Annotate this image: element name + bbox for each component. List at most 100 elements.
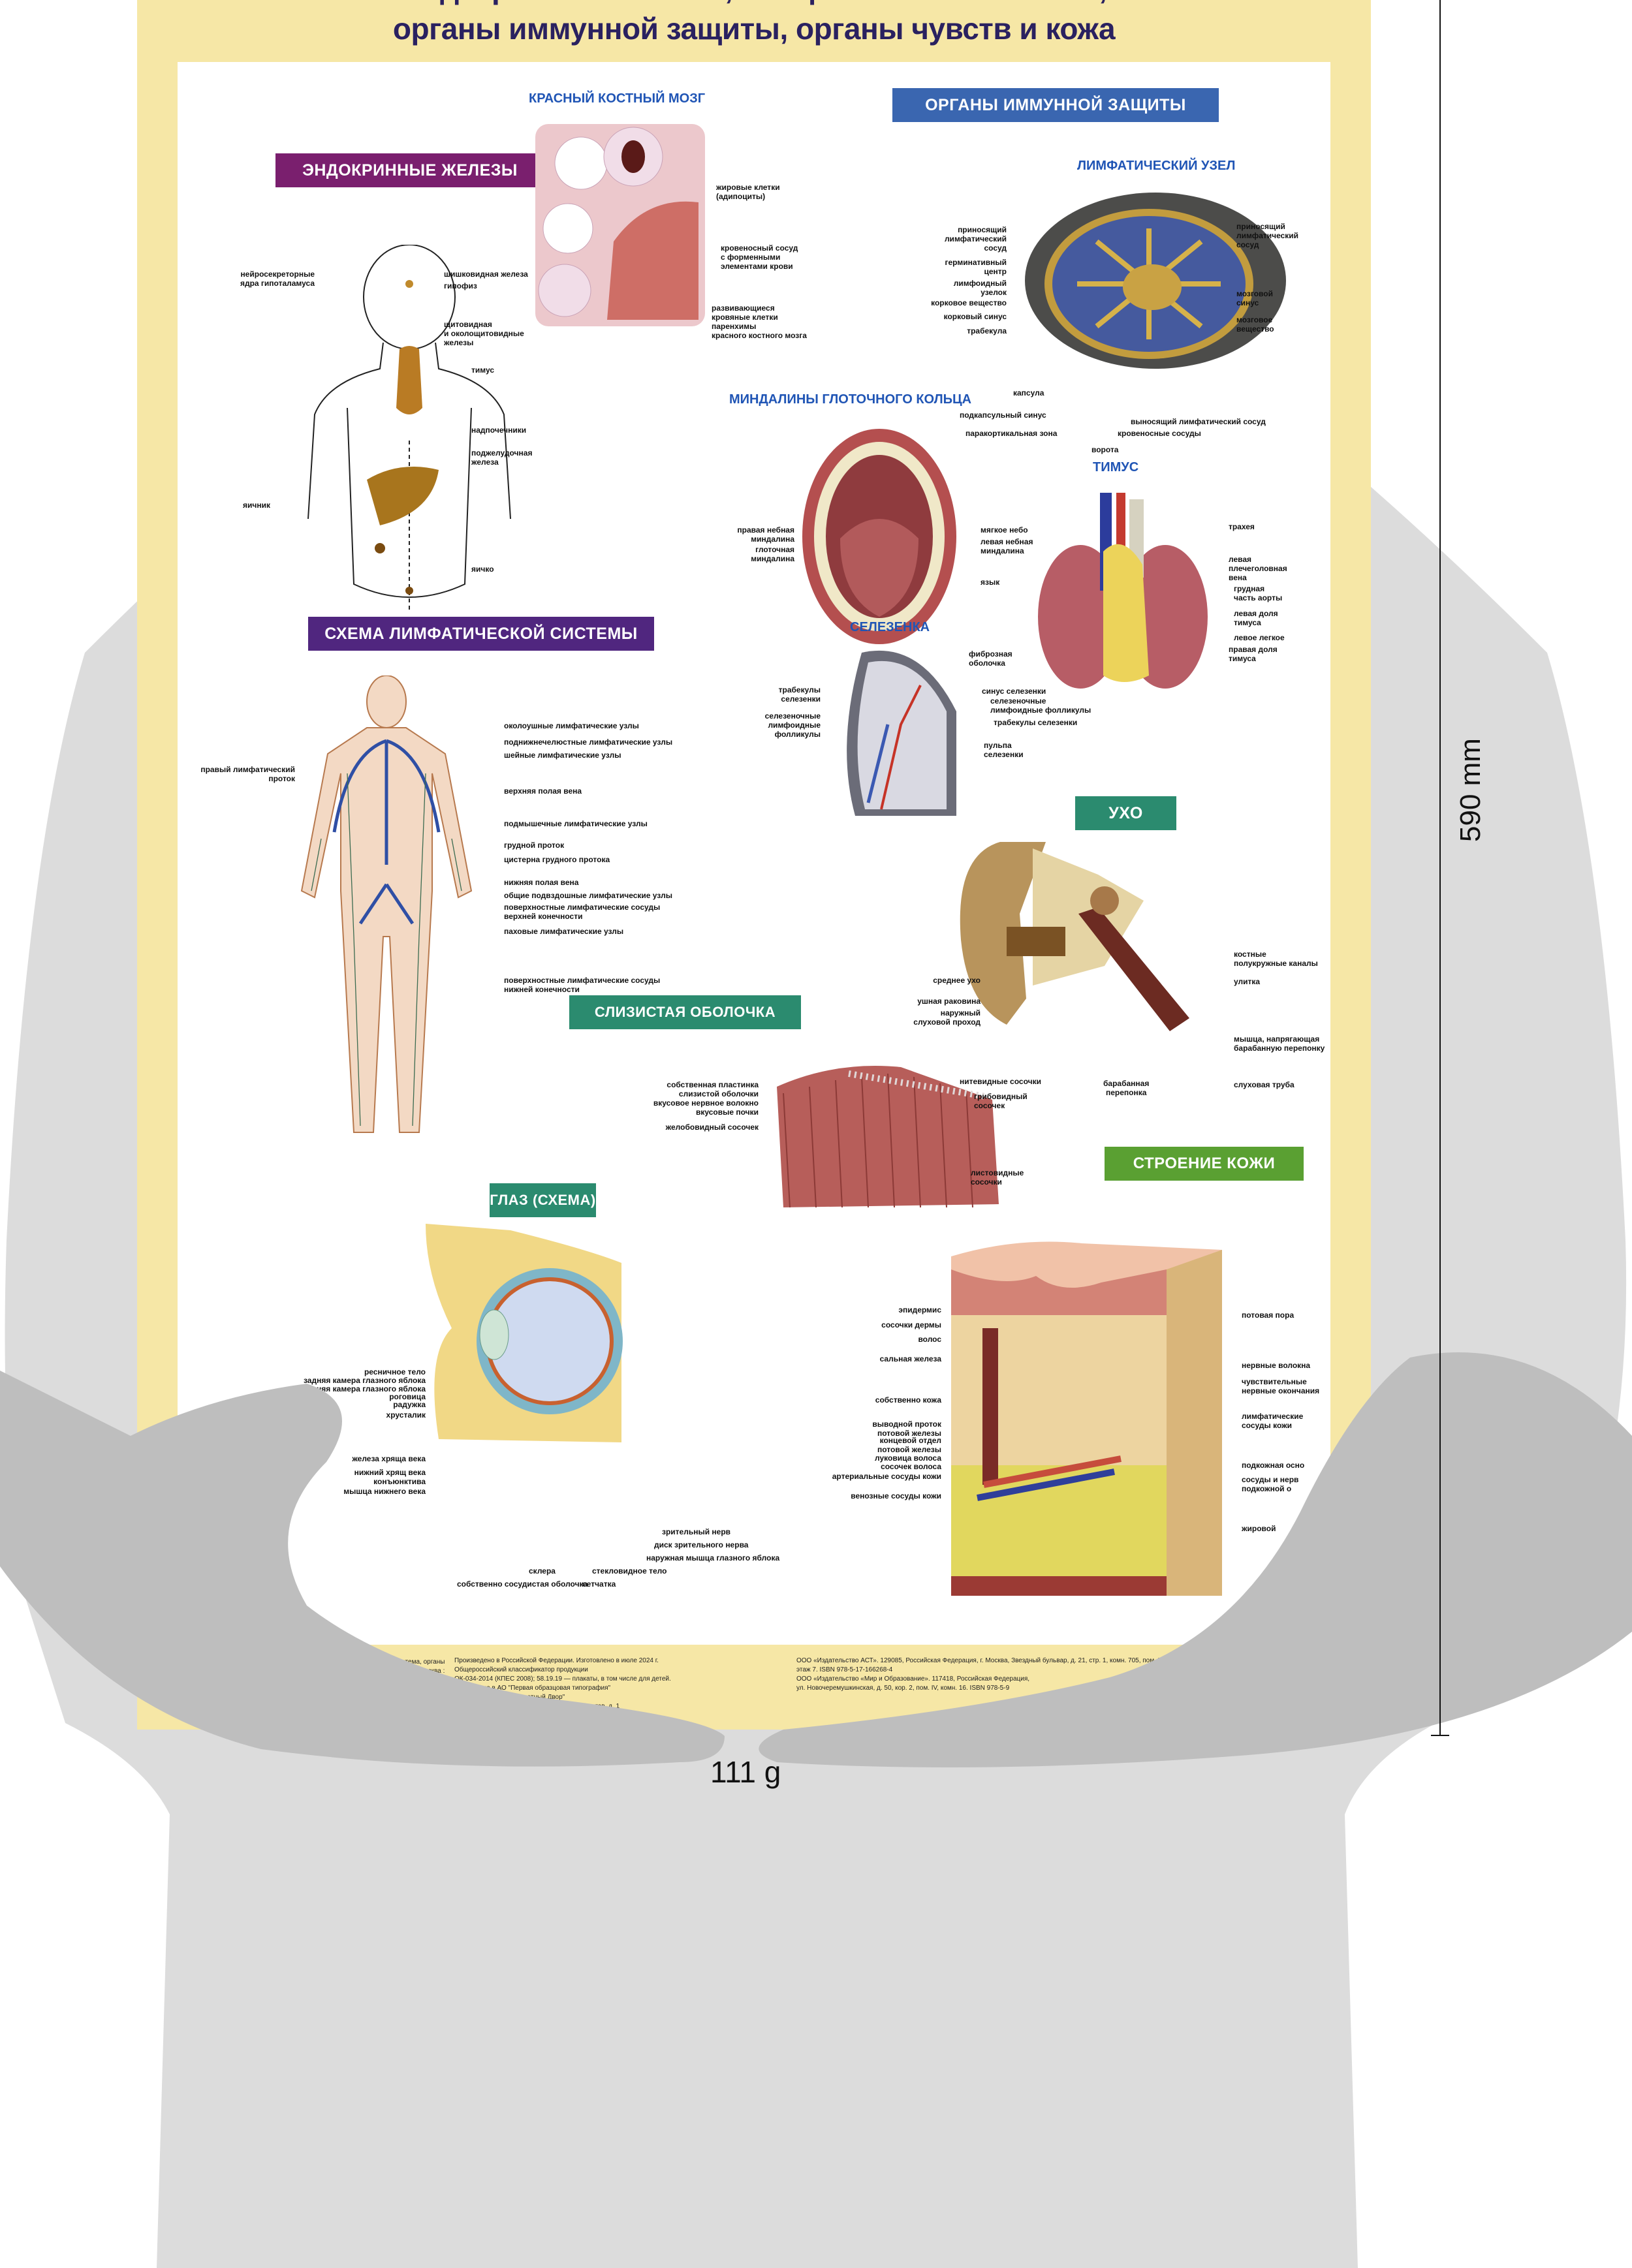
label-ln-cortical-sinus: корковый синус — [943, 312, 1007, 321]
label-ln-medulla: мозговое вещество — [1236, 315, 1274, 334]
height-dimension-label: 590 mm — [1454, 738, 1486, 842]
label-cochlea: улитка — [1234, 977, 1261, 986]
endocrine-body-illustration — [307, 245, 511, 610]
label-cisterna-chyli: цистерна грудного протока — [504, 855, 610, 864]
label-pineal: шишковидная железа — [444, 270, 528, 279]
mouth-illustration — [802, 429, 956, 644]
label-optic-disc: диск зрительного нерва — [654, 1540, 749, 1549]
footer-imprint-col3: ООО «Издательство АСТ». 129085, Российск… — [796, 1657, 1162, 1692]
height-dimension-tick — [1431, 1735, 1449, 1736]
label-external-canal: наружный слуховой проход — [913, 1008, 981, 1027]
label-inferior-vena-cava: нижняя полая вена — [504, 878, 579, 887]
label-auricle: ушная раковина — [917, 997, 981, 1006]
label-axillary-nodes: подмышечные лимфатические узлы — [504, 819, 648, 828]
label-thymus-endo: тимус — [471, 365, 495, 375]
label-dermal-papillae: сосочки дермы — [881, 1320, 941, 1329]
label-ciliary-body: ресничное тело — [364, 1367, 426, 1376]
label-ln-paracortical: паракортикальная зона — [965, 429, 1058, 438]
poster-title-line1: Эндокринные железы, лимфатическая систем… — [137, 0, 1371, 7]
label-iliac-nodes: общие подвздошные лимфатические узлы — [504, 891, 672, 900]
bone-marrow-illustration — [535, 124, 705, 326]
label-foliate-papillae: листовидные сосочки — [971, 1168, 1024, 1187]
label-ln-capsule: капсула — [1013, 388, 1044, 397]
title-tonsils: МИНДАЛИНЫ ГЛОТОЧНОГО КОЛЬЦА — [729, 392, 972, 407]
weight-label: 111 g — [710, 1755, 781, 1789]
label-middle-ear: среднее ухо — [933, 976, 981, 985]
label-lamina-propria: собственная пластинка слизистой оболочки — [667, 1080, 759, 1098]
label-sweat-duct: выводной проток потовой железы — [872, 1420, 941, 1438]
footer-imprint-col1-tail: система, органы — Москва : — [395, 1658, 445, 1675]
label-pituitary: гипофиз — [444, 281, 477, 290]
label-developing-cells: развивающиеся кровяные клетки паренхимы … — [712, 303, 807, 340]
label-ln-medullary-sinus: мозговой синус — [1236, 289, 1273, 307]
spleen-illustration — [847, 650, 956, 816]
height-dimension-line — [1439, 0, 1441, 1736]
label-tensor-tympani: мышца, напрягающая барабанную перепонку — [1234, 1034, 1325, 1053]
label-semicircular-canals: костные полукружные каналы — [1234, 950, 1318, 968]
lymphatic-body-illustration — [300, 676, 473, 1133]
label-ovary: яичник — [243, 501, 270, 510]
label-fat-tissue: жировой — [1242, 1524, 1276, 1533]
label-spleen-follicles-right: селезеночные лимфоидные фолликулы — [990, 696, 1091, 715]
label-testis: яичко — [471, 565, 494, 574]
label-taste-nerve: вкусовое нервное волокно — [653, 1098, 759, 1108]
label-ln-trabecula: трабекула — [967, 326, 1007, 335]
label-tongue-mouth: язык — [981, 578, 1000, 587]
age-rating-text: 12+ — [165, 1676, 178, 1685]
header-tongue: СЛИЗИСТАЯ ОБОЛОЧКА ЯЗЫКА — [569, 995, 801, 1054]
label-right-lymphatic-duct: правый лимфатический проток — [200, 765, 295, 783]
label-spleen-pulp: пульпа селезенки — [984, 741, 1024, 759]
barcode-number: 9785171662684 — [1270, 1697, 1308, 1703]
label-fibrous-capsule: фиброзная оболочка — [969, 649, 1012, 668]
label-filiform-papillae: нитевидные сосочки — [960, 1077, 1041, 1086]
header-ear: УХО — [1075, 796, 1176, 830]
title-lymph-node: ЛИМФАТИЧЕСКИЙ УЗЕЛ — [1077, 159, 1236, 173]
label-pancreas: поджелудочная железа — [471, 448, 533, 467]
label-inguinal-nodes: паховые лимфатические узлы — [504, 927, 624, 936]
label-arterial-vessels: артериальные сосуды кожи — [832, 1472, 941, 1481]
label-right-tonsil: правая небная миндалина — [737, 525, 794, 544]
label-fungiform-papilla: грибовидный сосочек — [974, 1092, 1028, 1110]
label-eustachian-tube: слуховая труба — [1234, 1080, 1295, 1089]
label-ln-nodule: лимфоидный узелок — [953, 279, 1007, 297]
label-posterior-chamber: задняя камера глазного яблока — [303, 1376, 426, 1385]
label-iris: радужка — [393, 1400, 426, 1409]
label-lower-tarsus: нижний хрящ века — [354, 1468, 426, 1477]
tongue-mucosa-illustration — [777, 1066, 999, 1208]
label-skin-lymphatics: лимфатические сосуды кожи — [1242, 1412, 1304, 1430]
label-ln-hilum: ворота — [1091, 445, 1119, 454]
lymph-node-illustration — [1025, 193, 1286, 369]
poster: Эндокринные железы, лимфатическая систем… — [137, 0, 1371, 1730]
skin-illustration — [951, 1241, 1222, 1596]
label-choroid: собственно сосудистая оболочка — [457, 1579, 588, 1589]
label-ln-blood-vessels: кровеносные сосуды — [1118, 429, 1201, 438]
label-epidermis: эпидермис — [898, 1305, 941, 1314]
poster-title-line2: органы иммунной защиты, органы чувств и … — [392, 12, 1116, 46]
label-superior-vena-cava: верхняя полая вена — [504, 786, 582, 796]
label-cervical-nodes: шейные лимфатические узлы — [504, 751, 621, 760]
label-lens: хрусталик — [386, 1410, 426, 1420]
label-optic-nerve: зрительный нерв — [662, 1527, 731, 1536]
label-tarsal-gland: железа хряща века — [352, 1454, 426, 1463]
label-hair-papilla: сосочек волоса — [881, 1462, 941, 1471]
header-lymphatic: СХЕМА ЛИМФАТИЧЕСКОЙ СИСТЕМЫ — [308, 617, 654, 651]
label-blood-vessel: кровеносный сосуд с форменными элементам… — [721, 243, 798, 271]
label-extraocular-muscle: наружная мышца глазного яблока — [646, 1553, 780, 1562]
label-parotid-nodes: околоушные лимфатические узлы — [504, 721, 639, 730]
label-ln-germinal: герминативный центр — [945, 258, 1007, 276]
label-submandibular-nodes: поднижнечелюстные лимфатические узлы — [504, 738, 673, 747]
label-thyroid: щитовидная и околощитовидные железы — [444, 320, 524, 347]
poster-content: ЭНДОКРИННЫЕ ЖЕЛЕЗЫ нейросекреторные ядра… — [178, 62, 1330, 1645]
barcode — [1266, 1654, 1332, 1698]
header-skin: СТРОЕНИЕ КОЖИ — [1105, 1147, 1304, 1181]
label-left-lung: левое легкое — [1234, 633, 1285, 642]
label-ln-afferent-left: приносящий лимфатический сосуд — [944, 225, 1007, 253]
label-nerve-fibers: нервные волокна — [1242, 1361, 1311, 1370]
label-taste-buds: вкусовые почки — [695, 1108, 759, 1117]
label-ln-afferent-right: приносящий лимфатический сосуд — [1236, 222, 1299, 249]
label-subcutaneous-vessels: сосуды и нерв подкожной о — [1242, 1475, 1299, 1493]
label-hair-bulb: луковица волоса — [875, 1453, 941, 1463]
label-vallate-papilla: желобовидный сосочек — [665, 1123, 759, 1132]
label-conjunctiva: конъюнктива — [373, 1477, 426, 1486]
label-hair: волос — [918, 1335, 941, 1344]
